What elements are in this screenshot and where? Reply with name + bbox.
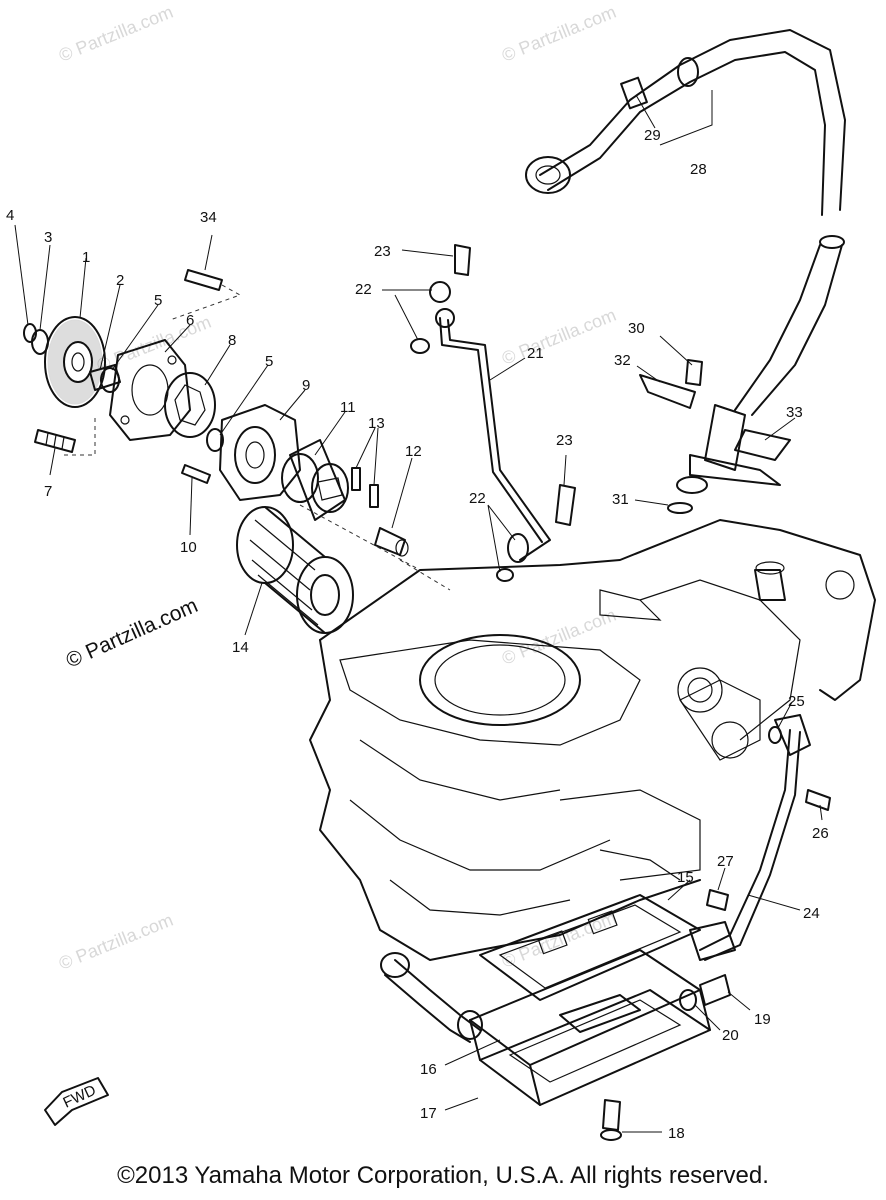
callout-22b: 22 (469, 490, 486, 507)
crankcase-outline (309, 519, 876, 961)
callout-34: 34 (200, 209, 217, 226)
pump-body-part (219, 404, 301, 501)
oil-filter-part (236, 506, 354, 634)
lower-oil-assembly (380, 714, 831, 1141)
callout-32: 32 (614, 352, 631, 369)
callout-27: 27 (717, 853, 734, 870)
pin-part-2 (369, 484, 379, 508)
oil-hose-assembly (525, 29, 846, 514)
callout-numbers: 4 3 1 2 5 6 8 5 9 11 13 12 7 10 34 14 23… (6, 127, 829, 1142)
callout-28: 28 (690, 161, 707, 178)
callout-30: 30 (628, 320, 645, 337)
pump-drive-gear (44, 316, 106, 408)
callout-23b: 23 (556, 432, 573, 449)
callout-31: 31 (612, 491, 629, 508)
pump-shaft-part (89, 364, 121, 391)
watermark-2: © Partzilla.com (499, 2, 619, 66)
callout-21: 21 (527, 345, 544, 362)
callout-22a: 22 (355, 281, 372, 298)
pin-part-1 (351, 467, 361, 491)
callout-29: 29 (644, 127, 661, 144)
leader-lines (14, 90, 823, 1133)
oil-seal-part (100, 367, 120, 393)
callout-6: 6 (186, 312, 194, 329)
forward-arrow-icon: FWD (44, 1077, 109, 1126)
watermarks: © Partzilla.com © Partzilla.com © Partzi… (56, 2, 619, 974)
watermark-4: © Partzilla.com (499, 305, 619, 369)
callout-17: 17 (420, 1105, 437, 1122)
callout-26: 26 (812, 825, 829, 842)
oil-pipe-part (374, 527, 406, 556)
oil-delivery-pipe (410, 244, 576, 582)
callout-25: 25 (788, 693, 805, 710)
callout-5a: 5 (154, 292, 162, 309)
callout-8: 8 (228, 332, 236, 349)
callout-15: 15 (677, 869, 694, 886)
callout-20: 20 (722, 1027, 739, 1044)
copyright-footer: ©2013 Yamaha Motor Corporation, U.S.A. A… (117, 1162, 769, 1189)
callout-24: 24 (803, 905, 820, 922)
callout-2: 2 (116, 272, 124, 289)
callout-13: 13 (368, 415, 385, 432)
circlip-part (23, 323, 37, 343)
callout-7: 7 (44, 483, 52, 500)
bolt-34-part (184, 269, 223, 291)
pump-bolt-part (34, 429, 76, 453)
callout-11: 11 (340, 399, 356, 416)
callout-12: 12 (405, 443, 422, 460)
callout-3: 3 (44, 229, 52, 246)
callout-14: 14 (232, 639, 249, 656)
callout-18: 18 (668, 1125, 685, 1142)
partzilla-watermark-dark: © Partzilla.com (63, 594, 202, 673)
callout-16: 16 (420, 1061, 437, 1078)
callout-19: 19 (754, 1011, 771, 1028)
callout-23a: 23 (374, 243, 391, 260)
callout-5b: 5 (265, 353, 273, 370)
callout-9: 9 (302, 377, 310, 394)
oil-strainer-part (281, 439, 349, 521)
pump-cover-part (109, 339, 191, 441)
callout-1: 1 (82, 249, 90, 266)
callout-4: 4 (6, 207, 14, 224)
callout-33: 33 (786, 404, 803, 421)
o-ring-part (206, 428, 224, 452)
callout-10: 10 (180, 539, 197, 556)
dowel-pin-part (181, 464, 211, 484)
watermark-6: © Partzilla.com (56, 910, 176, 974)
watermark-1: © Partzilla.com (56, 2, 176, 66)
inner-rotor-part (164, 372, 216, 438)
